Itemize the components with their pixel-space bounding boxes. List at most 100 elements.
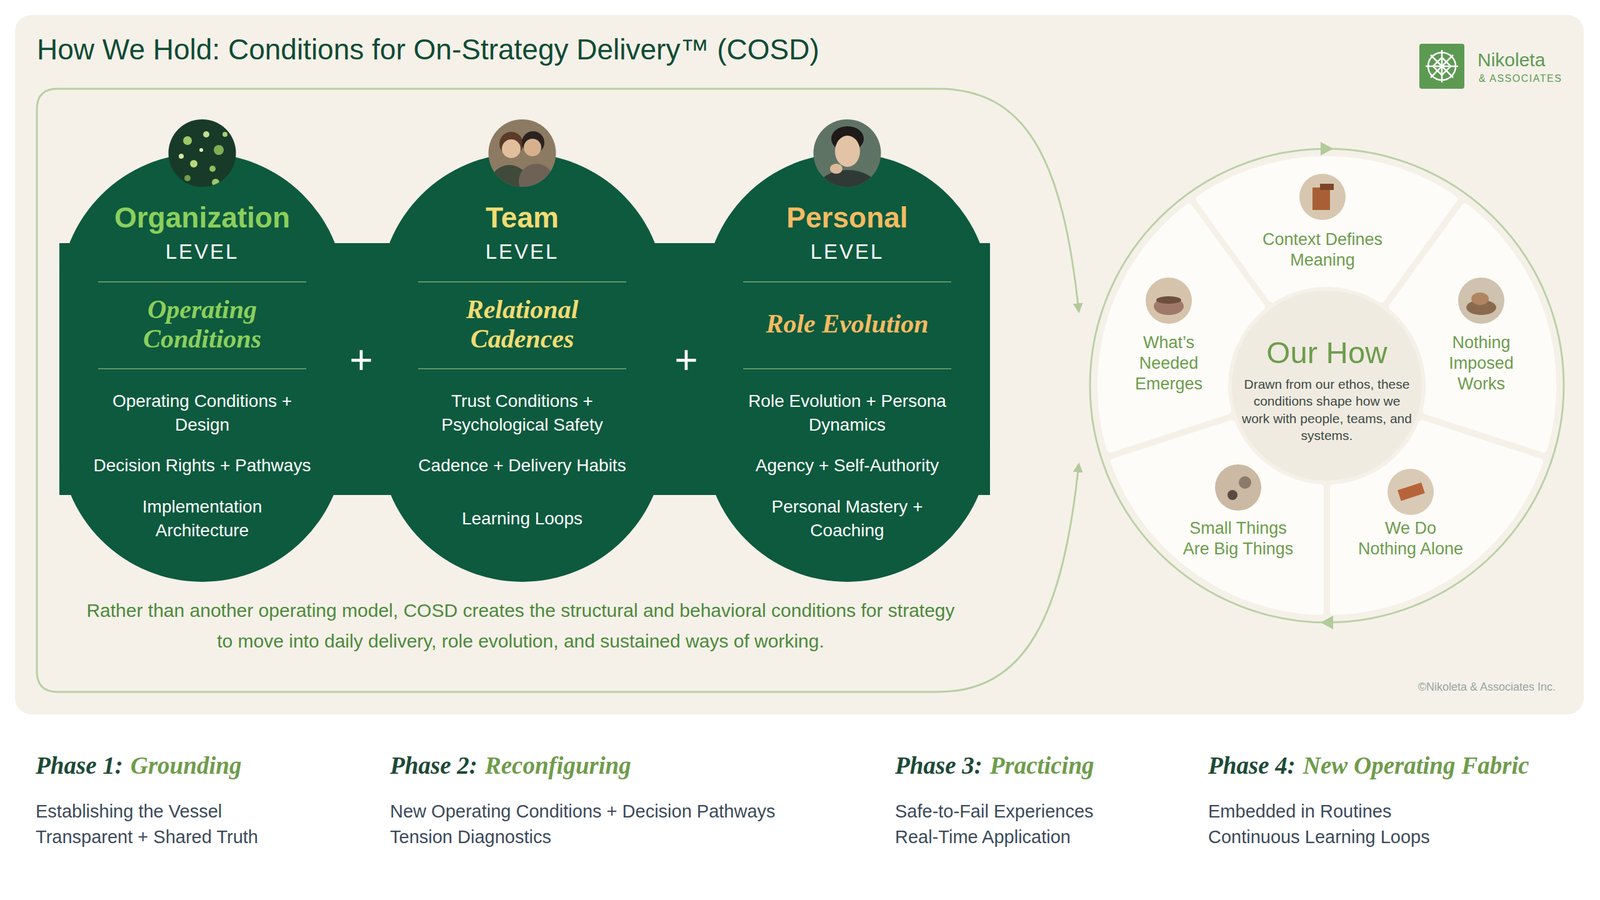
card-background — [15, 15, 1584, 715]
team-photo — [488, 119, 557, 200]
level-focus: Role Evolution — [753, 309, 942, 339]
phase-number: Phase 3: — [895, 751, 983, 781]
divider-rule — [418, 281, 627, 283]
phase-step: Continuous Learning Loops — [1208, 826, 1430, 849]
hub-description: Drawn from our ethos, these conditions s… — [1241, 375, 1414, 444]
panel-outline — [36, 88, 1079, 692]
segment-fill — [1330, 420, 1544, 615]
phase-step: Transparent + Shared Truth — [35, 826, 259, 849]
phase-name: Reconfiguring — [485, 751, 632, 781]
phase-step: Embedded in Routines — [1208, 800, 1392, 823]
principle-text: We Do Nothing Alone — [1356, 518, 1466, 560]
divider-rule — [418, 368, 627, 370]
segment-fill — [1097, 203, 1265, 454]
body — [518, 163, 554, 199]
panel-caption: Rather than another operating model, COS… — [76, 595, 965, 657]
cycle-ring — [1090, 148, 1564, 623]
principle-segment: Small Things Are Big Things — [1108, 416, 1327, 615]
bokeh-dot — [209, 165, 216, 172]
face — [523, 138, 542, 157]
photo-bg — [1215, 464, 1262, 511]
condition-item: Cadence + Delivery Habits — [391, 453, 654, 478]
condition-item: Implementation Architecture — [108, 495, 297, 543]
phase-name: New Operating Fabric — [1303, 751, 1530, 781]
face — [835, 135, 860, 167]
phase-step: Real-Time Application — [895, 826, 1071, 849]
divider-rule — [98, 281, 307, 283]
phase-number: Phase 2: — [390, 751, 478, 781]
plus-sign: + — [674, 336, 698, 385]
bokeh-dot — [199, 148, 204, 152]
level-heading: Organization — [65, 201, 340, 234]
phase-name: Practicing — [990, 751, 1095, 781]
level-tag: LEVEL — [65, 240, 340, 264]
body — [817, 170, 878, 208]
lobe-fill — [379, 153, 665, 582]
condition-item: Personal Mastery + Coaching — [753, 495, 942, 543]
photo-bg — [1145, 277, 1192, 324]
personal-photo — [813, 119, 882, 208]
photo-bg — [168, 119, 237, 189]
photo-bg — [1387, 468, 1434, 515]
photo-bg — [488, 119, 557, 189]
photo-bg — [813, 119, 882, 189]
divider-rule — [743, 281, 952, 283]
principle-text: Nothing Imposed Works — [1434, 332, 1529, 395]
condition-item: Trust Conditions + Psychological Safety — [419, 389, 626, 437]
logo-diamond — [1433, 57, 1451, 75]
pebble — [1238, 476, 1252, 489]
clay-shape — [1466, 300, 1497, 315]
phase-number: Phase 1: — [35, 751, 124, 781]
hand — [830, 163, 843, 174]
segment-fill — [1110, 420, 1324, 615]
pebble — [1227, 490, 1238, 500]
organization-photo — [168, 119, 237, 189]
bokeh-dot — [183, 136, 192, 145]
bokeh-dot — [184, 175, 191, 182]
phase-name: Grounding — [130, 751, 242, 781]
divider-rule — [743, 368, 952, 370]
principle-segment: What’s Needed Emerges — [1097, 200, 1269, 457]
logo-pattern — [1425, 50, 1459, 83]
principle-text: What’s Needed Emerges — [1121, 332, 1216, 395]
logo-mark — [1419, 43, 1465, 89]
lobe-fill — [704, 153, 990, 582]
logo-ring — [1428, 52, 1456, 80]
segment-photo — [1215, 464, 1262, 511]
team-level-lobe: TeamLEVELRelational CadencesTrust Condit… — [379, 153, 665, 582]
copyright-note: ©Nikoleta & Associates Inc. — [1418, 680, 1556, 695]
logo-subtitle: & ASSOCIATES — [1478, 72, 1562, 85]
our-how-hub: Our HowDrawn from our ethos, these condi… — [1231, 290, 1422, 481]
divider-rule — [98, 368, 307, 370]
bowl-rim — [1156, 296, 1182, 304]
node-shape — [1108, 416, 1327, 615]
photo-bg — [1299, 173, 1346, 220]
organization-level-lobe: OrganizationLEVELOperating ConditionsOpe… — [59, 153, 345, 582]
photo-bg — [1458, 277, 1505, 324]
condition-item: Role Evolution + Persona Dynamics — [744, 389, 951, 437]
bowl — [1153, 297, 1184, 315]
level-focus: Relational Cadences — [428, 295, 617, 354]
bokeh-dot — [222, 131, 228, 137]
clay-shape — [1471, 292, 1489, 305]
node-shape — [1385, 200, 1557, 457]
principle-text: Small Things Are Big Things — [1180, 518, 1296, 560]
hub-heading: Our How — [1239, 336, 1415, 370]
principle-segment: We Do Nothing Alone — [1326, 416, 1545, 615]
clay-block — [1320, 183, 1334, 190]
node-shape — [1097, 200, 1269, 457]
body — [490, 165, 529, 200]
bokeh-dot — [213, 145, 224, 155]
phase-step: Safe-to-Fail Experiences — [895, 800, 1094, 823]
bokeh-dot — [211, 178, 220, 187]
segment-photo — [1387, 468, 1434, 515]
personal-level-lobe: PersonalLEVELRole EvolutionRole Evolutio… — [704, 153, 990, 582]
condition-item: Agency + Self-Authority — [716, 453, 979, 478]
condition-item: Decision Rights + Pathways — [71, 453, 334, 478]
level-focus: Operating Conditions — [108, 295, 297, 354]
level-heading: Team — [385, 201, 660, 234]
segment-photo — [1299, 173, 1346, 220]
bokeh-dot — [190, 160, 198, 168]
condition-item: Learning Loops — [428, 506, 617, 531]
level-heading: Personal — [710, 201, 985, 234]
